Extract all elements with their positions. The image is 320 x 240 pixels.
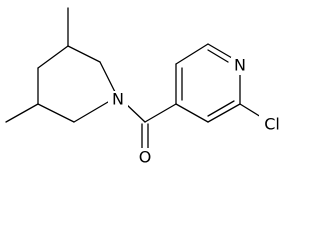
bond-py-c3-c2 (175, 43, 209, 65)
pyridine-nitrogen-label: N (234, 56, 246, 75)
bond-py-c6-c5 (207, 103, 241, 123)
bond-carbonyl-pyridine (144, 103, 177, 123)
atom-labels: N N O Cl (108, 56, 285, 167)
bond-c2-c3 (67, 45, 101, 63)
bond-c3-c4 (37, 45, 69, 69)
bond-c6-chlorine (239, 103, 262, 118)
bond-py-c5-c4 (175, 103, 209, 123)
amide-linkage (125, 103, 177, 151)
carbonyl-oxygen-label: O (139, 148, 152, 167)
amide-nitrogen-label: N (112, 90, 124, 109)
bond-py-c2-n-inner (207, 49, 229, 63)
piperidine-ring (5, 7, 119, 123)
bond-py-c6-c5-inner (207, 100, 235, 117)
chemical-structure-diagram: N N O Cl (5, 7, 285, 167)
bond-n-carbonyl (125, 103, 146, 123)
methyl-bond-left (5, 103, 39, 123)
bond-c5-c6 (37, 103, 75, 123)
chlorine-label: Cl (264, 115, 280, 134)
bond-py-c2-n (207, 43, 233, 59)
bond-c6-n (73, 101, 109, 123)
pyridine-ring (175, 43, 262, 123)
